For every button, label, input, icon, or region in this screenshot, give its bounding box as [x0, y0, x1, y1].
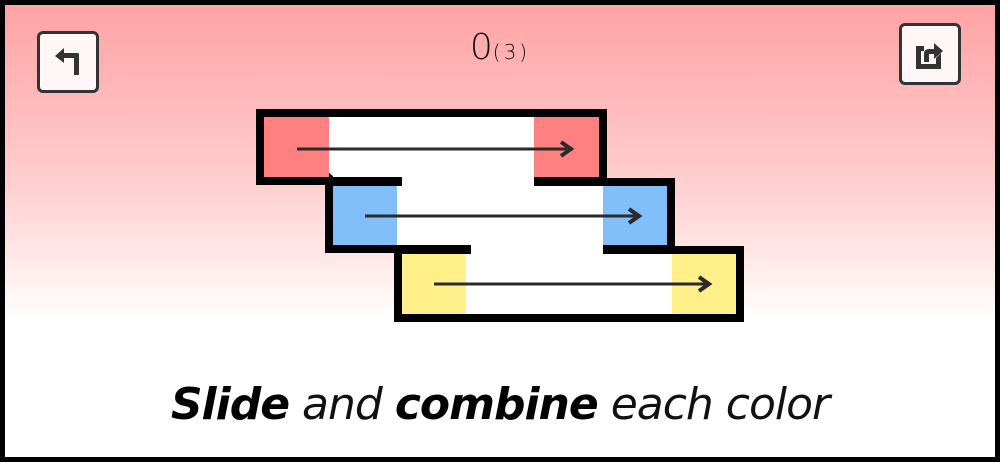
caption-and: and [289, 379, 395, 430]
puzzle-board [256, 109, 744, 322]
share-icon [916, 43, 943, 69]
slide-arrow-blue [365, 207, 643, 225]
caption-slide: Slide [170, 379, 290, 430]
slide-arrow-red [297, 140, 575, 158]
share-button[interactable] [899, 23, 961, 85]
move-counter: 0(3) [5, 27, 995, 68]
undo-arrow-icon [55, 48, 79, 75]
red-tile-start[interactable] [264, 117, 329, 177]
undo-button[interactable] [37, 31, 99, 93]
game-screen: 0(3) [5, 5, 995, 457]
par-count: (3) [492, 40, 531, 64]
moves-count: 0 [469, 27, 493, 68]
instruction-caption: Slide and combine each color [5, 379, 995, 430]
caption-each-color: each color [597, 379, 830, 430]
slide-arrow-yellow [434, 275, 713, 293]
caption-combine: combine [394, 379, 599, 430]
